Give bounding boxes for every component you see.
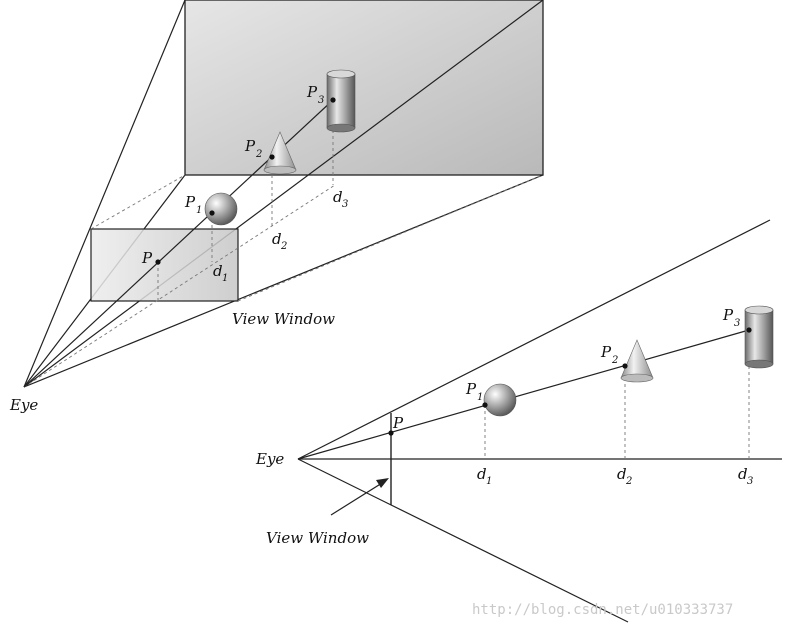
frustum-edge-top-right: [23, 0, 544, 388]
depth-d1-label: d 1: [213, 262, 228, 284]
svg-text:3: 3: [734, 318, 740, 329]
svg-text:P: P: [722, 306, 734, 324]
watermark-text: http://blog.csdn.net/u010333737: [472, 602, 733, 618]
svg-text:1: 1: [486, 476, 492, 487]
svg-text:2: 2: [280, 241, 287, 252]
svg-text:d: d: [477, 465, 487, 483]
depth-d2-label: d 2: [272, 230, 287, 252]
far-plane: [184, 0, 544, 176]
view-window-pointer-line: [330, 482, 383, 516]
side-point-p1-label: P 1: [465, 380, 483, 403]
side-depth-d1-label: d 1: [477, 465, 492, 487]
point-p: [155, 259, 161, 265]
svg-text:P: P: [465, 380, 477, 398]
side-cone-object: [620, 339, 654, 383]
point-p3-label: P 3: [306, 83, 324, 106]
svg-text:2: 2: [611, 355, 618, 366]
side-upper-boundary: [297, 219, 771, 460]
side-point-p3: [746, 327, 752, 333]
svg-text:d: d: [333, 188, 343, 206]
side-point-p: [388, 430, 394, 436]
side-dashed-guides: [484, 330, 750, 459]
svg-text:1: 1: [222, 273, 228, 284]
side-view-window-label: View Window: [266, 529, 369, 547]
svg-text:d: d: [617, 465, 627, 483]
side-point-p-label: P: [392, 414, 404, 432]
depth-d3-label: d 3: [333, 188, 348, 210]
cone-object: [263, 131, 297, 175]
svg-text:3: 3: [747, 476, 753, 487]
side-point-p2-label: P 2: [600, 343, 618, 366]
point-p2: [269, 154, 275, 160]
svg-text:d: d: [213, 262, 223, 280]
side-eye-label: Eye: [255, 450, 284, 468]
view-window-label: View Window: [232, 310, 335, 328]
side-point-p3-label: P 3: [722, 306, 740, 329]
svg-text:P: P: [184, 193, 196, 211]
side-projection-ray: [297, 329, 750, 460]
svg-text:2: 2: [625, 476, 632, 487]
svg-text:d: d: [272, 230, 282, 248]
point-p1-label: P 1: [184, 193, 202, 216]
side-lower-boundary: [297, 458, 629, 623]
view-window-arrowhead: [376, 478, 389, 488]
side-point-p2: [622, 363, 628, 369]
svg-text:P: P: [244, 137, 256, 155]
frustum-view: Eye View Window P P 1 P 2 P 3 d 1 d 2 d …: [9, 0, 544, 414]
side-depth-d2-label: d 2: [617, 465, 632, 487]
eye-label: Eye: [9, 396, 38, 414]
side-sphere-object: [483, 383, 517, 417]
svg-text:3: 3: [342, 199, 348, 210]
svg-text:3: 3: [318, 95, 324, 106]
point-p1: [209, 210, 215, 216]
side-cylinder-object: [744, 305, 774, 369]
side-depth-d3-label: d 3: [738, 465, 753, 487]
svg-text:1: 1: [196, 205, 202, 216]
side-view: Eye View Window P P 1 P 2 P 3 d 1 d 2 d …: [255, 219, 782, 623]
point-p-label: P: [141, 249, 153, 267]
svg-text:d: d: [738, 465, 748, 483]
svg-text:P: P: [306, 83, 318, 101]
svg-text:P: P: [600, 343, 612, 361]
frustum-edge-top-left: [23, 0, 186, 388]
point-p3: [330, 97, 336, 103]
point-p2-label: P 2: [244, 137, 262, 160]
cylinder-object: [326, 69, 356, 133]
svg-text:2: 2: [255, 149, 262, 160]
sphere-object: [204, 192, 238, 226]
side-point-p1: [482, 402, 488, 408]
svg-text:1: 1: [477, 392, 483, 403]
view-window-rect: [90, 228, 239, 302]
